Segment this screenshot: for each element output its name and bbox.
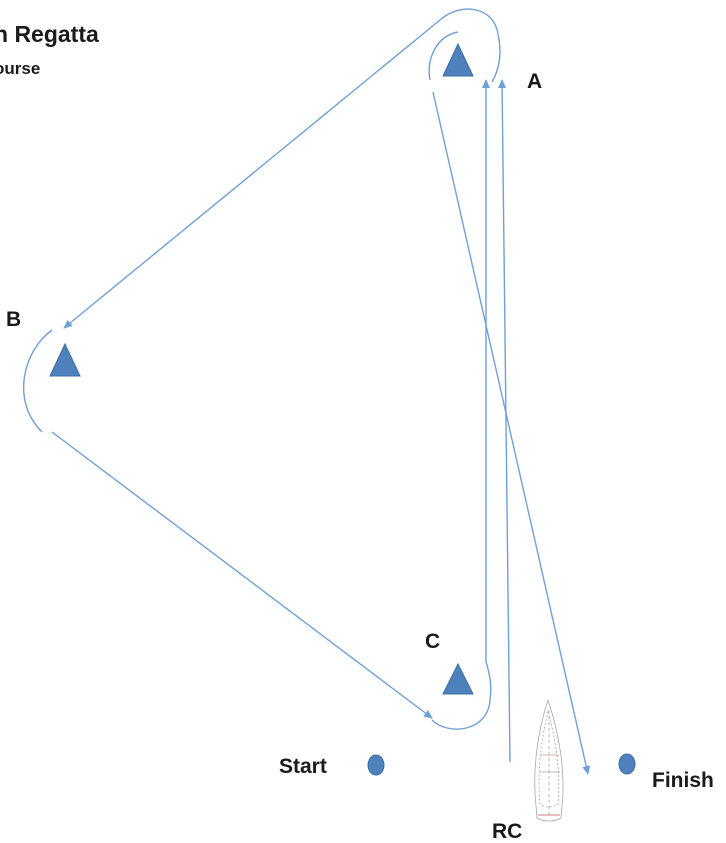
boat-hull: [534, 698, 564, 822]
leg-a-to-b: [63, 19, 441, 329]
mark-a-label: A: [527, 70, 543, 93]
finish-label: Finish: [652, 769, 714, 792]
committee-boat-label: RC: [492, 820, 523, 843]
leg-start-to-a: [498, 79, 511, 763]
rounding-arc-a-inner: [428, 31, 459, 81]
rounding-arc-c: [431, 661, 492, 730]
committee-boat: [534, 698, 564, 822]
title: n Regatta: [0, 21, 99, 47]
rounding-arc-a-outer: [439, 8, 501, 83]
mark-b-triangle: [49, 342, 81, 377]
rounding-arc-b: [22, 329, 53, 433]
mark-b-label: B: [6, 308, 22, 331]
start-pin: [367, 754, 385, 776]
subtitle: ourse: [0, 59, 41, 78]
leg-a-to-finish: [432, 91, 591, 775]
mark-c-label: C: [425, 630, 441, 653]
course-legs: [51, 19, 591, 775]
mark-a-triangle: [442, 42, 474, 77]
leg-b-to-c: [51, 431, 433, 719]
mark-c-triangle: [442, 662, 474, 695]
mark-rounding-arcs: [22, 8, 501, 730]
start-label: Start: [279, 755, 327, 778]
finish-pin: [618, 753, 636, 775]
